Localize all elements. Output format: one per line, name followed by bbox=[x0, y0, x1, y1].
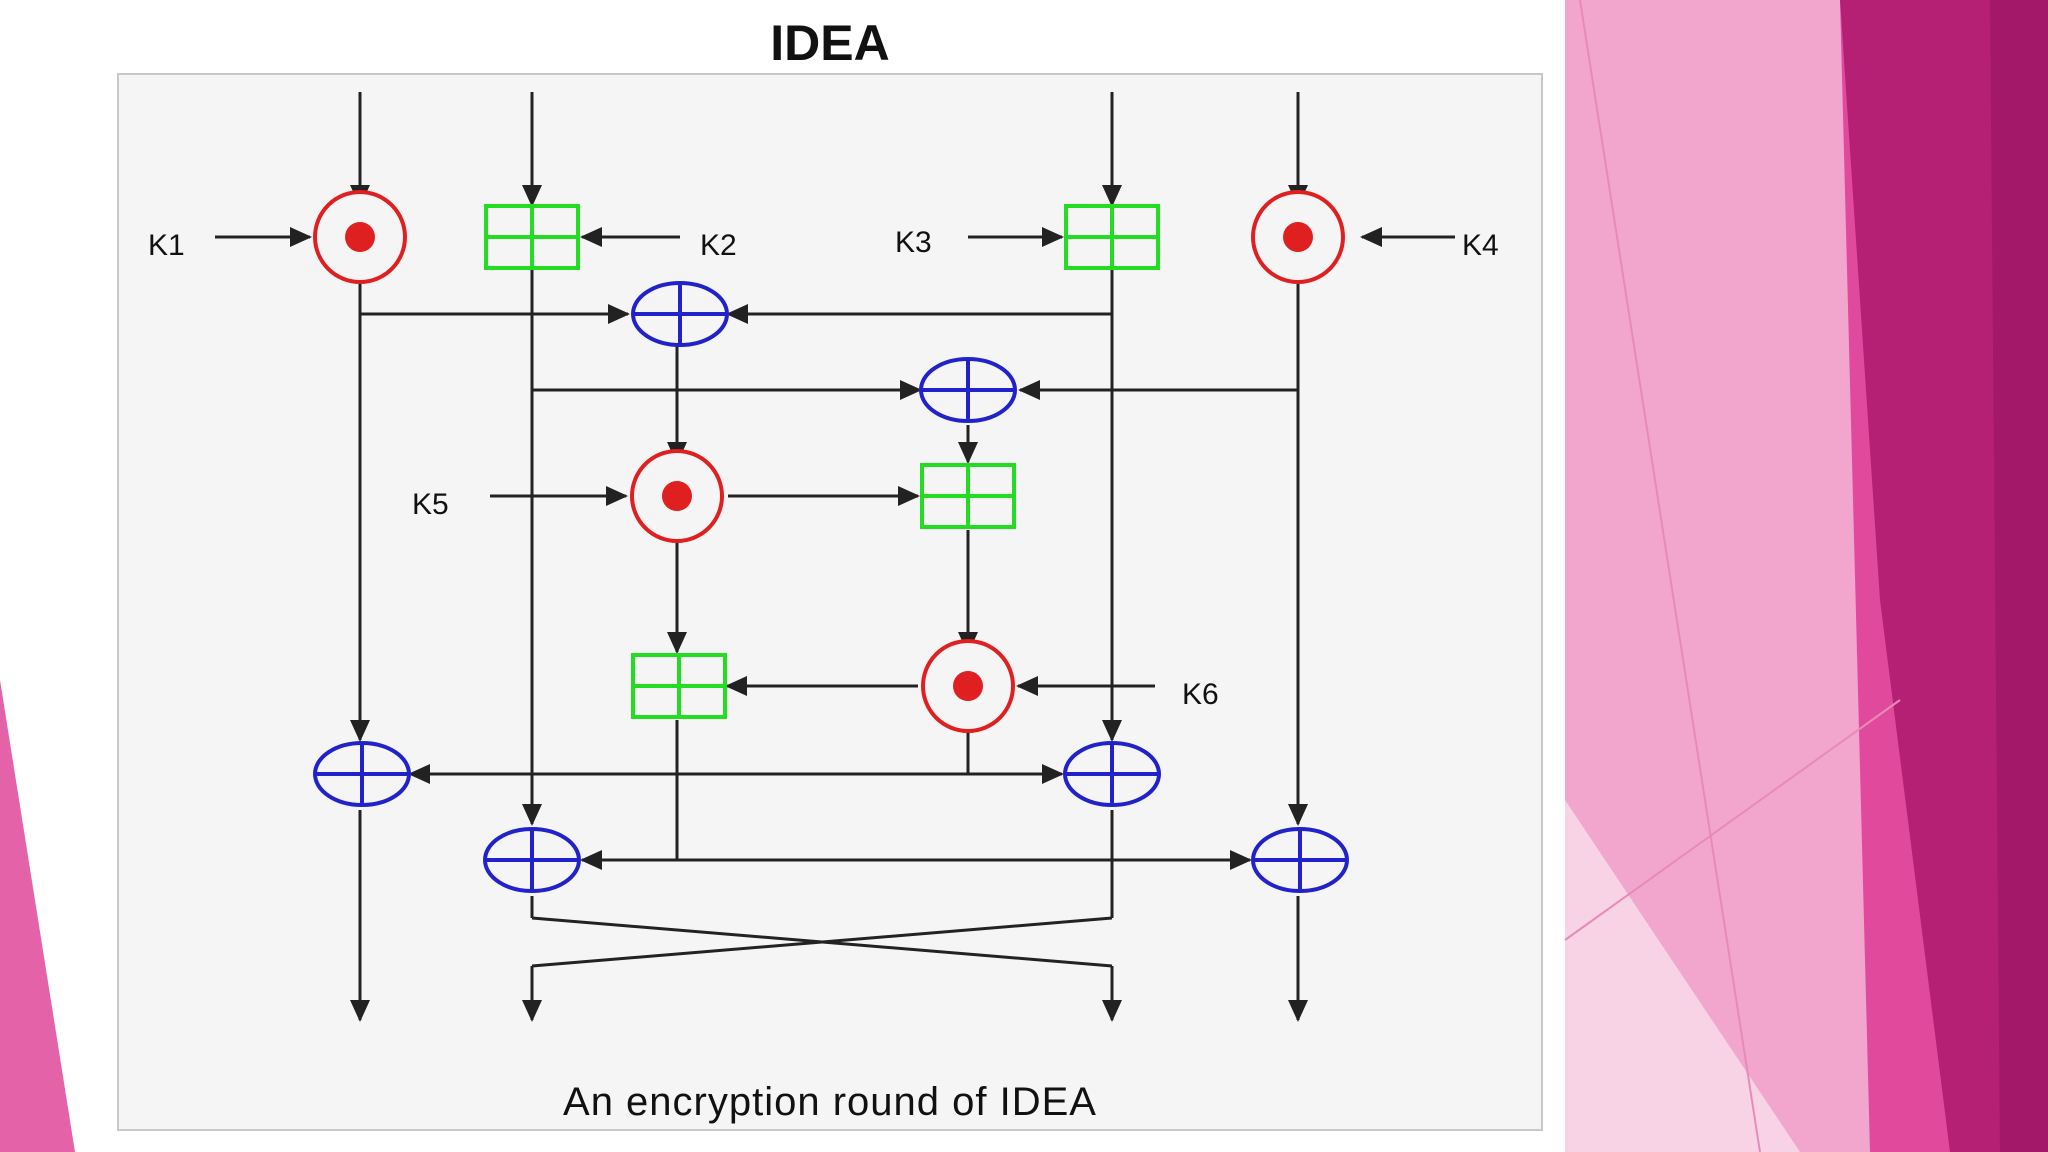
facet-line-2 bbox=[1564, 699, 1901, 941]
add-node-middle-left bbox=[631, 653, 727, 719]
xor-node-a bbox=[631, 281, 729, 347]
multiply-node-k6 bbox=[921, 639, 1015, 733]
add-node-k2 bbox=[484, 204, 580, 270]
key-label-k6: K6 bbox=[1182, 678, 1219, 711]
key-label-k1: K1 bbox=[148, 229, 185, 262]
add-node-k3 bbox=[1064, 204, 1160, 270]
signal-lines bbox=[215, 92, 1455, 1022]
facet-left bbox=[0, 680, 75, 1152]
multiply-node-k1 bbox=[313, 190, 407, 284]
diagram-caption: An encryption round of IDEA bbox=[563, 1080, 1097, 1124]
key-label-k2: K2 bbox=[700, 229, 737, 262]
xor-node-out-3 bbox=[1063, 741, 1161, 807]
facet-line-1 bbox=[1579, 0, 1761, 1152]
key-label-k4: K4 bbox=[1462, 229, 1499, 262]
facet-right-light bbox=[1565, 0, 1905, 1152]
multiply-node-k5 bbox=[630, 449, 724, 543]
multiply-node-k4 bbox=[1251, 190, 1345, 284]
xor-node-out-2 bbox=[483, 827, 581, 893]
slide-title: IDEA bbox=[770, 15, 890, 71]
add-node-middle-right bbox=[920, 463, 1016, 529]
xor-node-b bbox=[919, 357, 1017, 423]
key-label-k3: K3 bbox=[895, 226, 932, 259]
facet-right-deep bbox=[1990, 0, 2048, 1152]
key-label-k5: K5 bbox=[412, 488, 449, 521]
xor-node-out-4 bbox=[1251, 827, 1349, 893]
xor-node-out-1 bbox=[313, 741, 411, 807]
